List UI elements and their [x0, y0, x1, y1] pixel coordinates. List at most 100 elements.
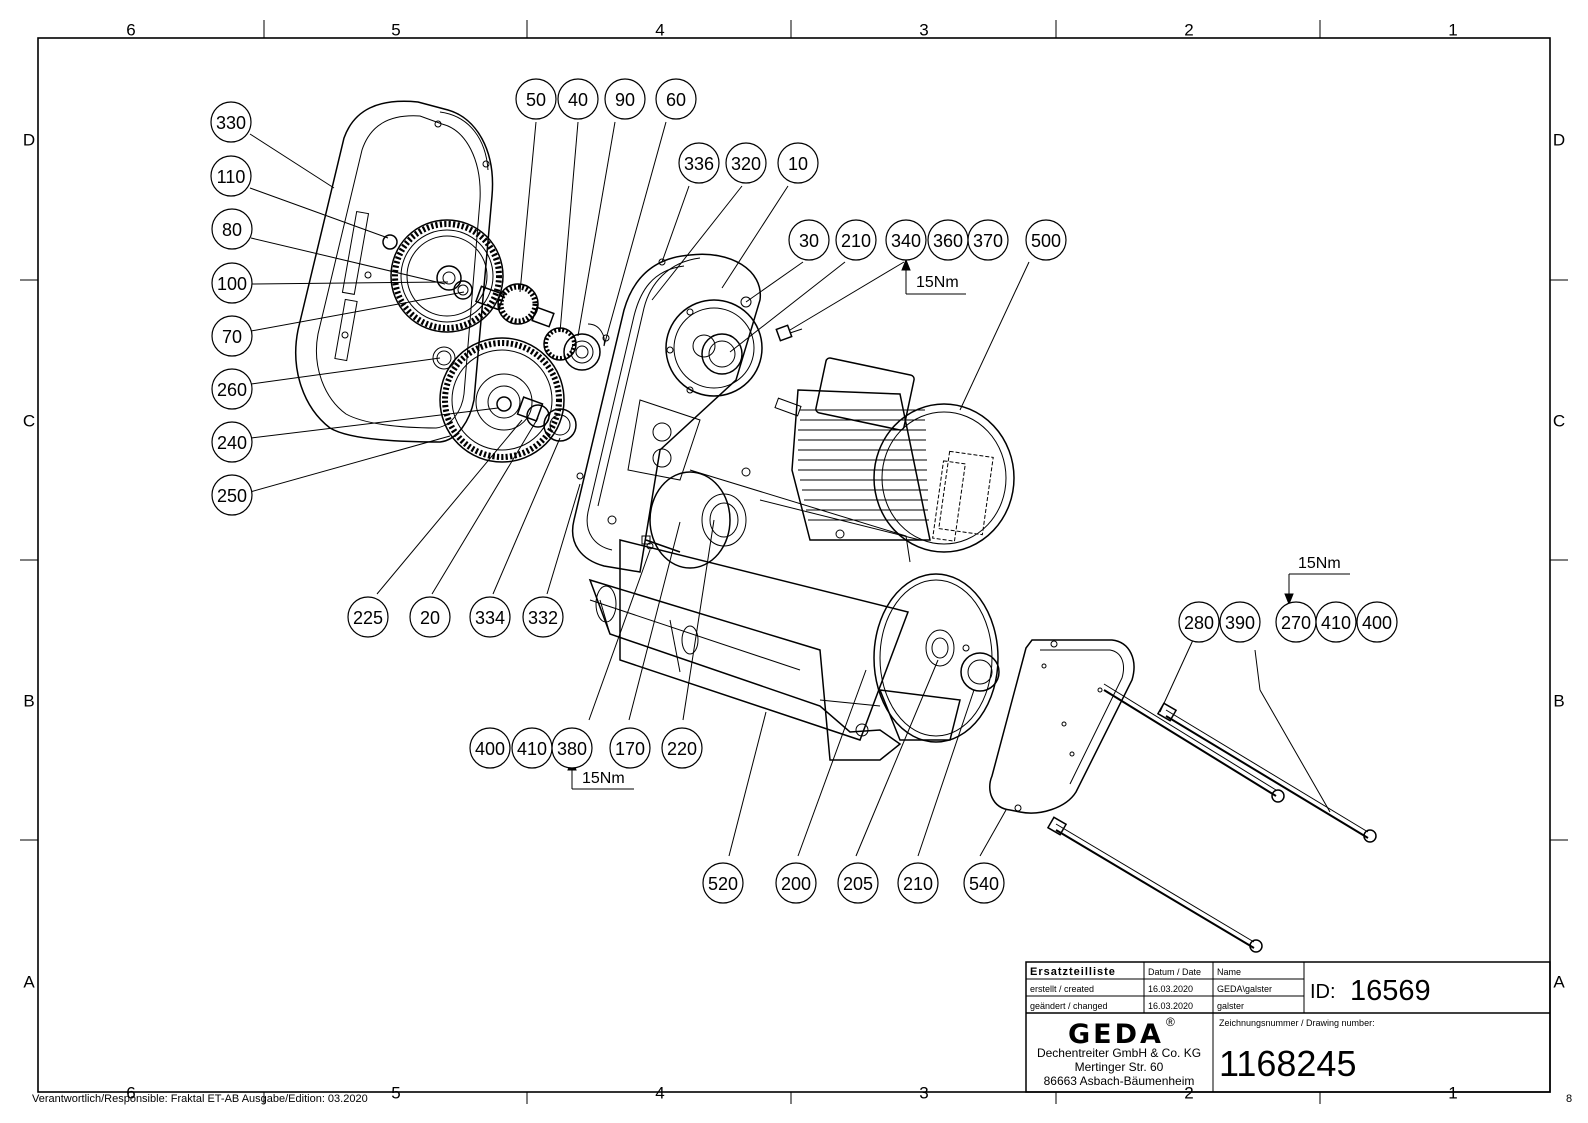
- callout-number: 400: [475, 739, 505, 759]
- spacer-ring-part: [549, 414, 571, 436]
- callout-circle: [609, 727, 651, 769]
- row-label-b-left: B: [23, 692, 34, 711]
- bearing-part: [563, 333, 601, 371]
- callout-number: 200: [781, 874, 811, 894]
- drawing-number: 1168245: [1219, 1043, 1356, 1084]
- callout-circle: [557, 78, 599, 120]
- drawing-number-label: Zeichnungsnummer / Drawing number:: [1219, 1018, 1375, 1028]
- callout-number: 20: [420, 608, 440, 628]
- col-label-3-top: 3: [919, 21, 928, 40]
- col-label-4-bottom: 4: [655, 1084, 664, 1103]
- hex-screw-part: [775, 324, 803, 342]
- callout-circle: [835, 219, 877, 261]
- base-frame-part: [588, 578, 902, 761]
- seal-ring-part: [382, 234, 398, 250]
- callout-number: 410: [517, 739, 547, 759]
- callout-circle: [1356, 601, 1398, 643]
- callout-number: 500: [1031, 231, 1061, 251]
- brand-registered-mark: ®: [1166, 1015, 1175, 1029]
- callout-circle: [788, 219, 830, 261]
- row-label-c-left: C: [23, 412, 35, 431]
- callout-number: 50: [526, 90, 546, 110]
- col-label-2-top: 2: [1184, 21, 1193, 40]
- gearbox-cover-part: [295, 100, 494, 443]
- title-block-date-header: Datum / Date: [1148, 967, 1201, 977]
- company-name: Dechentreiter GmbH & Co. KG: [1037, 1046, 1201, 1060]
- bearing-part: [967, 659, 993, 685]
- torque-label: 15Nm: [916, 274, 959, 291]
- footer-page-number: 8: [1566, 1093, 1573, 1105]
- callout-number: 540: [969, 874, 999, 894]
- callout-number: 410: [1321, 613, 1351, 633]
- id-label: ID:: [1310, 981, 1336, 1003]
- callout-circle: [604, 78, 646, 120]
- callout-number: 220: [667, 739, 697, 759]
- col-label-2-bottom: 2: [1184, 1084, 1193, 1103]
- callout-number: 60: [666, 90, 686, 110]
- id-value: 16569: [1350, 975, 1431, 1007]
- title-block-name-header: Name: [1217, 967, 1241, 977]
- callout-circle: [837, 862, 879, 904]
- callout-circle: [551, 727, 593, 769]
- callout-number: 110: [217, 167, 246, 187]
- callout-circle: [661, 727, 703, 769]
- callout-circle: [655, 78, 697, 120]
- changed-date: 16.03.2020: [1148, 1001, 1193, 1011]
- small-gear-part: [544, 328, 576, 360]
- callout-number: 70: [222, 327, 242, 347]
- seal-ring-part: [432, 346, 456, 370]
- tie-rod-part: [1046, 683, 1377, 953]
- gearbox-housing-part: [571, 253, 763, 573]
- callout-circle: [725, 142, 767, 184]
- col-label-1-top: 1: [1448, 21, 1457, 40]
- brand-logo: GEDA: [1068, 1019, 1164, 1050]
- callout-number: 330: [216, 113, 246, 133]
- callout-circle: [1178, 601, 1220, 643]
- callout-circle: [967, 219, 1009, 261]
- callout-number: 332: [528, 608, 558, 628]
- callout-circle: [210, 155, 252, 197]
- callout-number: 334: [475, 608, 505, 628]
- callout-number: 520: [708, 874, 738, 894]
- callout-circle: [347, 596, 389, 638]
- callout-number: 205: [843, 874, 873, 894]
- end-flange-part: [873, 573, 999, 743]
- callout-circle: [211, 208, 253, 250]
- callout-circle: [469, 727, 511, 769]
- col-label-1-bottom: 1: [1448, 1084, 1457, 1103]
- callout-number: 270: [1281, 613, 1311, 633]
- bearing-part: [570, 340, 594, 364]
- callout-number: 320: [731, 154, 761, 174]
- callout-number: 210: [903, 874, 933, 894]
- callout-number: 240: [217, 433, 247, 453]
- pinion-shaft-part: [475, 283, 555, 328]
- callout-number: 170: [615, 739, 645, 759]
- callout-number: 400: [1362, 613, 1392, 633]
- callout-number: 390: [1225, 613, 1255, 633]
- footer-responsible: Verantwortlich/Responsible: Fraktal ET-A…: [32, 1093, 368, 1105]
- callout-circle: [469, 596, 511, 638]
- callout-circle: [211, 262, 253, 304]
- created-label: erstellt / created: [1030, 984, 1094, 994]
- callout-number: 210: [841, 231, 871, 251]
- bearing-part: [575, 345, 589, 359]
- electric-motor-part: [774, 357, 1015, 553]
- circlip-part: [587, 323, 605, 347]
- grid-labels: 6 5 4 3 2 1 6 5 4 3 2 1 D C B A D C B A: [23, 21, 1565, 1103]
- drum-shaft-part: [619, 467, 921, 741]
- callout-number: 80: [222, 220, 242, 240]
- cover-plate-part: [989, 639, 1135, 814]
- callout-circle: [522, 596, 564, 638]
- callout-circle: [1315, 601, 1357, 643]
- row-label-d-left: D: [23, 131, 35, 150]
- callout-number: 90: [615, 90, 635, 110]
- callout-number: 340: [891, 231, 921, 251]
- callout-circle: [409, 596, 451, 638]
- callout-number: 380: [557, 739, 587, 759]
- created-name: GEDA\galster: [1217, 984, 1272, 994]
- callout-circle: [897, 862, 939, 904]
- row-label-a-right: A: [1553, 973, 1565, 992]
- changed-label: geändert / changed: [1030, 1001, 1108, 1011]
- callout-circle: [678, 142, 720, 184]
